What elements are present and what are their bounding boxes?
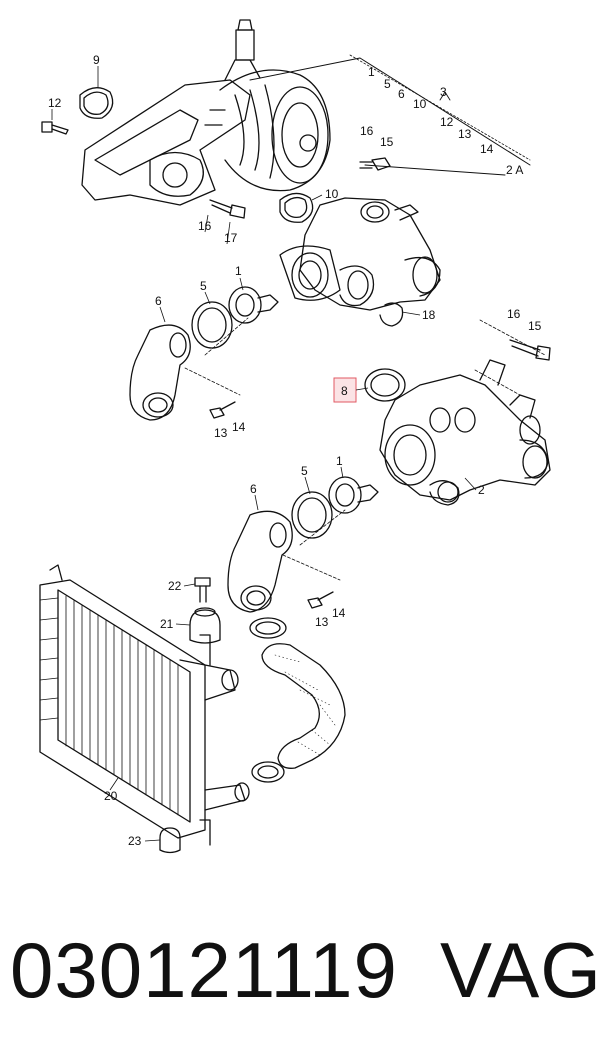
bolt-13-bottom <box>307 591 334 609</box>
elbow-6-bottom <box>227 510 293 613</box>
label-6-bottom: 6 <box>250 482 257 496</box>
callout-10: 10 <box>413 97 427 111</box>
callout-1: 1 <box>368 65 375 79</box>
oil-filter-housing <box>81 19 331 206</box>
exploded-parts-diagram: 1 5 6 10 3 12 13 14 2 A 9 12 16 15 10 16… <box>39 19 551 854</box>
label-20: 20 <box>104 789 118 803</box>
coolant-flange-upper <box>279 197 441 311</box>
part-number: 030121119 <box>10 926 398 1014</box>
label-10: 10 <box>325 187 339 201</box>
gasket-5-top <box>191 301 233 349</box>
gasket-8 <box>364 368 406 402</box>
callout-6: 6 <box>398 87 405 101</box>
label-1-top: 1 <box>235 264 242 278</box>
label-16-right: 16 <box>507 307 521 321</box>
coolant-flange-lower <box>379 359 551 506</box>
label-16-mid: 16 <box>198 219 212 233</box>
clip-18 <box>379 302 404 327</box>
thermostat-1-bottom <box>328 476 379 514</box>
bolt-12-top <box>41 121 69 135</box>
label-1-bottom: 1 <box>336 454 343 468</box>
label-23: 23 <box>128 834 142 848</box>
label-21: 21 <box>160 617 174 631</box>
callout-12: 12 <box>440 115 454 129</box>
rubber-mount-23 <box>159 827 181 854</box>
hose-clamp-top <box>249 617 287 639</box>
hose-clamp-bottom <box>251 761 285 783</box>
callout-3: 3 <box>440 85 447 99</box>
label-6-top: 6 <box>155 294 162 308</box>
callout-labels: 1 5 6 10 3 12 13 14 2 A 9 12 16 15 10 16… <box>48 53 542 848</box>
bolt-22 <box>194 577 211 603</box>
label-14-top: 14 <box>232 420 246 434</box>
rubber-mount-21 <box>189 607 221 644</box>
radiator <box>39 564 250 846</box>
label-15-right: 15 <box>528 319 542 333</box>
gasket-9 <box>79 87 114 119</box>
label-9: 9 <box>93 53 100 67</box>
footer-bar: 030121119 VAG <box>0 925 600 1035</box>
elbow-6-top <box>129 324 191 421</box>
brand-name: VAG <box>440 926 600 1014</box>
gasket-10 <box>279 192 314 223</box>
bolt-13-top <box>209 401 236 419</box>
label-5-bottom: 5 <box>301 464 308 478</box>
label-14-bottom: 14 <box>332 606 346 620</box>
label-15-top: 15 <box>380 135 394 149</box>
label-12: 12 <box>48 96 62 110</box>
coolant-hose <box>261 643 346 769</box>
callout-5: 5 <box>384 77 391 91</box>
bolt-15-right <box>509 339 551 361</box>
label-5-top: 5 <box>200 279 207 293</box>
label-22: 22 <box>168 579 182 593</box>
label-17: 17 <box>224 231 238 245</box>
gasket-5-bottom <box>291 491 333 539</box>
label-13-bottom: 13 <box>315 615 329 629</box>
label-16-top: 16 <box>360 124 374 138</box>
label-8: 8 <box>341 384 348 398</box>
callout-2a: 2 A <box>506 163 523 177</box>
thermostat-1-top <box>228 286 279 324</box>
callout-13: 13 <box>458 127 472 141</box>
label-13-top: 13 <box>214 426 228 440</box>
label-18: 18 <box>422 308 436 322</box>
bolt-15-top <box>359 157 391 171</box>
callout-14: 14 <box>480 142 494 156</box>
label-2: 2 <box>478 483 485 497</box>
bolt-17 <box>209 199 246 219</box>
